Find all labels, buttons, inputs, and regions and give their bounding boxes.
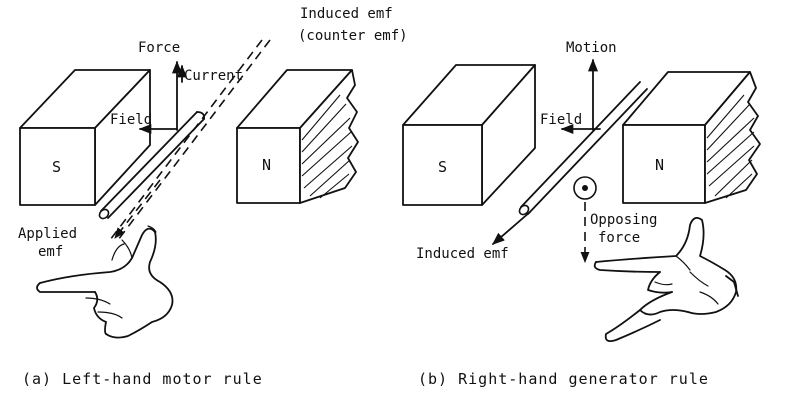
conductor-rod-b [518,81,648,216]
north-pole-label-b: N [655,156,664,174]
induced-emf-arrow-b [492,211,531,245]
applied-emf-label-a-line1: Applied [18,226,77,242]
south-pole-magnet-b: S [402,64,536,206]
counter-emf-label-a: (counter emf) [298,28,408,44]
north-pole-magnet-a: N [236,69,359,204]
induced-emf-label-a: Induced emf [300,6,393,22]
north-pole-magnet-b: N [622,71,761,204]
field-label-a: Field [110,112,152,128]
south-pole-magnet-a: S [19,69,151,206]
caption-a: (a) Left-hand motor rule [22,370,263,388]
motion-label-b: Motion [566,40,617,56]
conductor-rod-a [98,111,206,220]
panel-a: S N [18,6,408,388]
hatch-shading-b [706,94,755,199]
field-label-b: Field [540,112,582,128]
current-label-a: Current [184,68,243,84]
applied-emf-arrow-a [114,179,161,239]
force-label-a: Force [138,40,180,56]
opposing-force-label-b-line1: Opposing [590,212,657,228]
opposing-force-symbol [573,176,597,264]
north-pole-label-a: N [262,156,271,174]
induced-emf-dashed-line-a [117,39,271,241]
applied-emf-label-a-line2: emf [38,244,63,260]
south-pole-label-a: S [52,158,61,176]
left-hand-sketch [36,225,174,339]
south-pole-label-b: S [438,158,447,176]
induced-emf-label-b: Induced emf [416,246,509,262]
right-hand-sketch [593,216,739,343]
panel-b: S N Motion [402,40,761,388]
hatch-shading-a [301,94,353,199]
opposing-force-label-b-line2: force [598,230,640,246]
caption-b: (b) Right-hand generator rule [418,370,709,388]
